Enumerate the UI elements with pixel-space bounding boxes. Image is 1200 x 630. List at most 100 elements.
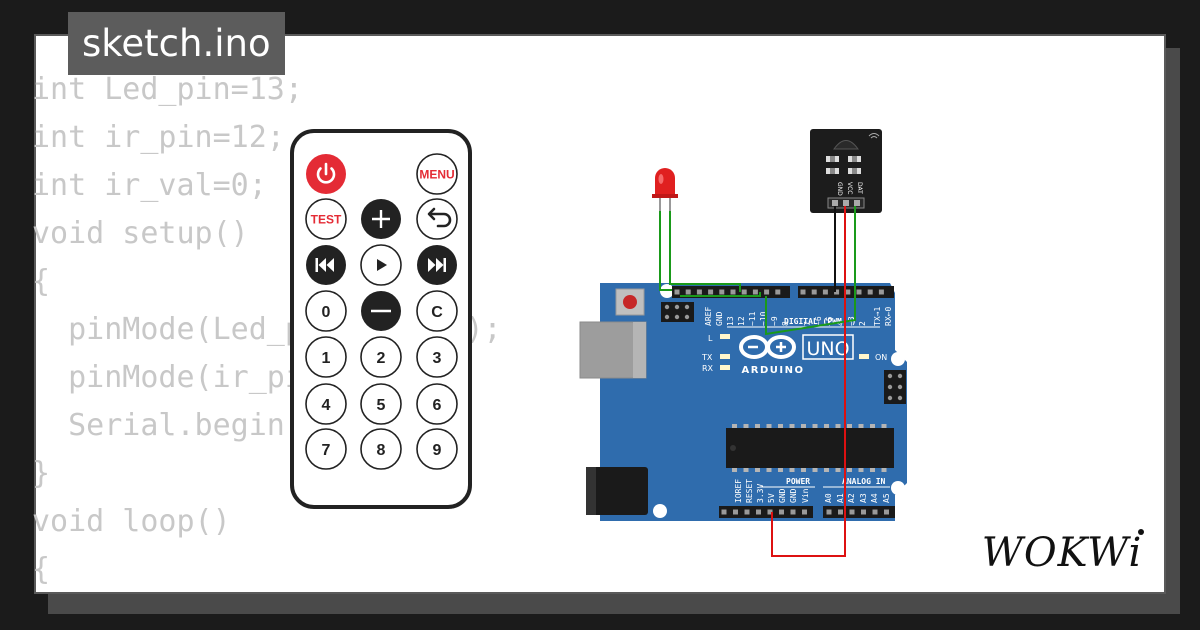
- pin-label: TX→1: [873, 307, 882, 326]
- wifi-icon: [868, 133, 880, 139]
- power-pin-label: IOREF: [734, 479, 743, 503]
- header-pin[interactable]: [719, 289, 725, 295]
- header-pin[interactable]: [800, 289, 806, 295]
- chip-pin: [743, 424, 749, 428]
- chip-pin: [870, 424, 875, 428]
- header-pin[interactable]: [802, 509, 807, 515]
- icsp2-header: [884, 370, 906, 404]
- red-led[interactable]: [652, 168, 678, 212]
- analog-label: ANALOG IN: [842, 477, 886, 486]
- power-button[interactable]: [306, 154, 346, 194]
- digit-1-button[interactable]: 1: [305, 336, 347, 378]
- chip-pin: [778, 424, 783, 428]
- header-pin[interactable]: [708, 289, 714, 295]
- header-pin[interactable]: [685, 289, 691, 295]
- header-pin[interactable]: [867, 289, 873, 295]
- header-pin[interactable]: [856, 289, 862, 295]
- plus-button[interactable]: [361, 199, 401, 239]
- digit-6-button[interactable]: 6: [416, 383, 458, 425]
- chip-pin: [824, 468, 829, 472]
- header-pin[interactable]: [733, 509, 738, 515]
- power-pin-label: GND: [778, 488, 787, 503]
- digit-8-button[interactable]: 8: [360, 428, 402, 470]
- clear-button[interactable]: C: [416, 290, 458, 332]
- wires: [659, 206, 856, 557]
- analog-pin-label: A3: [859, 493, 868, 503]
- icsp-header: [661, 302, 694, 322]
- rewind-button[interactable]: [306, 245, 346, 285]
- header-pin[interactable]: [767, 509, 773, 515]
- header-pin[interactable]: [884, 509, 889, 515]
- ir-remote[interactable]: MENU TEST: [290, 129, 472, 509]
- header-pin[interactable]: [764, 289, 770, 295]
- back-button[interactable]: [416, 198, 458, 240]
- ir-receiver-module[interactable]: GND VCC DAT: [810, 129, 882, 213]
- chip-pin: [789, 424, 795, 428]
- header-pin[interactable]: [730, 289, 736, 295]
- power-pin-label: 5V: [767, 493, 776, 503]
- header-pin[interactable]: [872, 509, 878, 515]
- header-pin[interactable]: [826, 509, 832, 515]
- reset-button[interactable]: [615, 288, 645, 316]
- wokwi-logo: WOKWi: [982, 529, 1144, 576]
- ir-pin-vcc-label: VCC: [846, 182, 853, 194]
- chip-pin: [766, 424, 772, 428]
- chip-pin: [881, 468, 887, 472]
- chip-pin: [812, 468, 818, 472]
- code-line: int ir_val=0;: [32, 168, 267, 203]
- header-pin[interactable]: [741, 289, 747, 295]
- chip-pin: [755, 468, 760, 472]
- menu-button[interactable]: MENU: [416, 153, 458, 195]
- chip-pin: [766, 468, 772, 472]
- digit-0-label: 0: [322, 304, 331, 321]
- chip-pin: [858, 468, 864, 472]
- digit-1-label: 1: [322, 350, 331, 367]
- header-pin[interactable]: [752, 289, 758, 295]
- power-label: POWER: [786, 477, 810, 486]
- header-pin[interactable]: [811, 289, 817, 295]
- header-pin[interactable]: [822, 289, 828, 295]
- header-pin[interactable]: [861, 509, 866, 515]
- digit-0-button[interactable]: 0: [305, 290, 347, 332]
- header-pin[interactable]: [756, 509, 761, 515]
- digit-4-button[interactable]: 4: [305, 383, 347, 425]
- header-pin[interactable]: [845, 289, 851, 295]
- header-pin[interactable]: [849, 509, 855, 515]
- fast-forward-button[interactable]: [417, 245, 457, 285]
- digit-7-label: 7: [322, 442, 331, 459]
- code-line: void setup(): [32, 216, 249, 251]
- header-pin[interactable]: [775, 289, 781, 295]
- header-pin[interactable]: [674, 289, 680, 295]
- header-pin[interactable]: [878, 289, 884, 295]
- board-brand: ARDUINO: [742, 365, 805, 376]
- header-pin[interactable]: [790, 509, 796, 515]
- test-button[interactable]: TEST: [305, 198, 347, 240]
- digit-5-button[interactable]: 5: [360, 383, 402, 425]
- pin-label: 8: [781, 321, 790, 326]
- play-button[interactable]: [360, 244, 402, 286]
- header-pin[interactable]: [779, 509, 784, 515]
- header-pin[interactable]: [744, 509, 750, 515]
- digit-3-button[interactable]: 3: [416, 336, 458, 378]
- header-pin[interactable]: [838, 509, 843, 515]
- chip-pin: [743, 468, 749, 472]
- digit-9-button[interactable]: 9: [416, 428, 458, 470]
- digital-label: DIGITAL (PWM ~): [784, 317, 856, 326]
- digit-7-button[interactable]: 7: [305, 428, 347, 470]
- chip-pin: [881, 424, 887, 428]
- header-pin[interactable]: [696, 289, 702, 295]
- minus-button[interactable]: [361, 291, 401, 331]
- header-pin[interactable]: [721, 509, 727, 515]
- pin-label: 7: [803, 321, 812, 326]
- code-line: {: [32, 264, 51, 299]
- power-header: [719, 506, 895, 518]
- analog-pin-label: A5: [882, 493, 891, 503]
- power-pin-label: RESET: [745, 479, 754, 503]
- chip-pin: [847, 424, 852, 428]
- pin-label: AREF: [704, 307, 713, 326]
- analog-pin-label: A0: [824, 493, 833, 503]
- header-pin[interactable]: [834, 289, 840, 295]
- digit-2-button[interactable]: 2: [360, 336, 402, 378]
- pin-label: ~9: [770, 316, 779, 326]
